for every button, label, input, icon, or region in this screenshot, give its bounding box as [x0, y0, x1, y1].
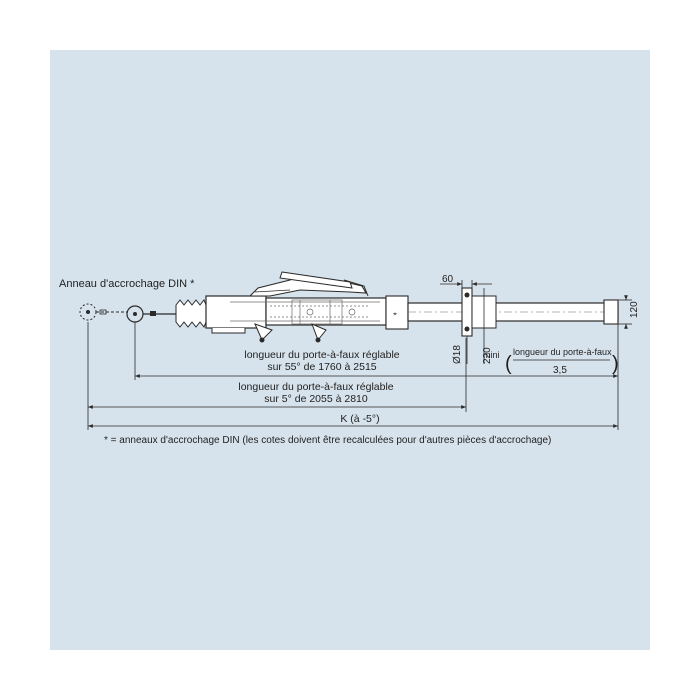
dim-d18-label: Ø18: [452, 345, 463, 364]
close-paren: ): [612, 353, 619, 375]
dimension-overhang-5: [87, 322, 466, 430]
overhang-55-line1: longueur du porte-à-faux réglable: [244, 349, 399, 361]
formula-numerator: longueur du porte-à-faux: [513, 347, 612, 357]
footnote: * = anneaux d'accrochage DIN (les cotes …: [104, 435, 551, 446]
dimension-120: [618, 295, 632, 329]
dimension-220: [466, 288, 485, 364]
overhang-5-line2: sur 5° de 2055 à 2810: [264, 393, 368, 405]
internal-details: [230, 299, 380, 325]
dim-60-label: 60: [442, 274, 454, 285]
dimension-60: [440, 280, 492, 288]
overhang-5-line1: longueur du porte-à-faux réglable: [238, 381, 393, 393]
coupling-tube: [265, 297, 387, 326]
formula-denominator: 3,5: [553, 365, 567, 376]
bellows: [175, 299, 207, 328]
dimension-k: [88, 380, 619, 430]
tube-end: [603, 299, 619, 325]
dim-120-label: 120: [629, 301, 640, 318]
coupling-housing: [205, 295, 267, 329]
mounting-flange: [461, 287, 497, 337]
handbrake-lever: [248, 271, 369, 297]
support-bracket: [211, 323, 327, 343]
dimension-overhang-55: [134, 322, 619, 412]
hitch-ring-alternate: [79, 303, 128, 321]
k-label: K (à -5°): [340, 413, 379, 425]
hitch-ring: [126, 305, 176, 323]
overhang-55-line2: sur 55° de 1760 à 2515: [267, 361, 376, 373]
dim-220-label: 220: [482, 347, 493, 364]
open-paren: (: [505, 353, 512, 375]
connector-mark: ⌖: [393, 311, 397, 318]
ring-title: Anneau d'accrochage DIN *: [59, 278, 195, 290]
mini-label: mini: [483, 350, 500, 360]
connector-block: [385, 295, 409, 330]
drawing-panel: [50, 50, 650, 650]
